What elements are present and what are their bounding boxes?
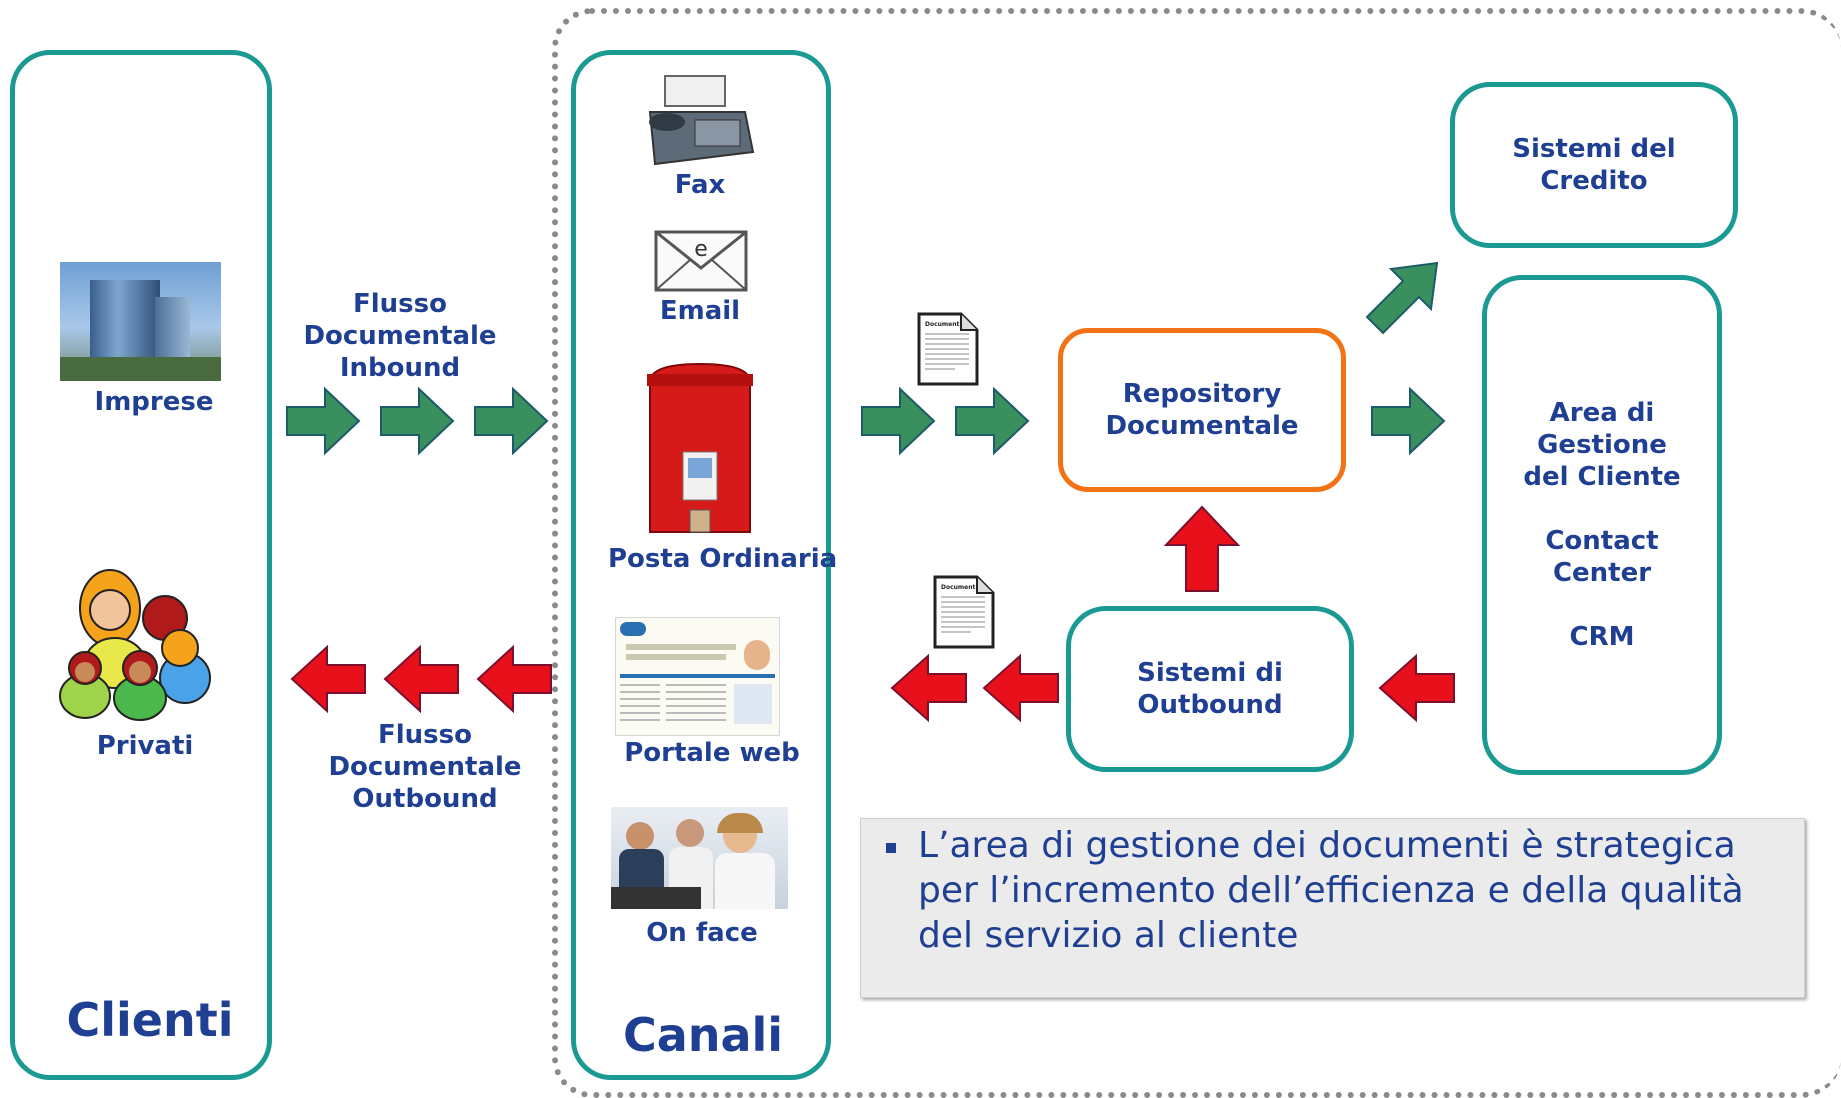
inbound-flow-label: Flusso Documentale Inbound bbox=[303, 289, 497, 383]
web-portal-icon bbox=[615, 617, 780, 736]
imprese-label: Imprese bbox=[94, 387, 214, 417]
svg-text:Document: Document bbox=[941, 584, 976, 591]
channels-area-dotted-frame bbox=[552, 8, 1841, 1098]
svg-text:Document: Document bbox=[925, 321, 960, 328]
svg-text:e: e bbox=[694, 237, 708, 262]
sistemi-outbound-box: Sistemi di Outbound bbox=[1066, 606, 1354, 772]
channel-portale-web-label: Portale web bbox=[624, 738, 800, 768]
repository-label: Repository Documentale bbox=[1105, 379, 1299, 441]
outbound-flow-label: Flusso Documentale Outbound bbox=[328, 720, 522, 814]
channel-fax-label: Fax bbox=[674, 170, 726, 200]
outbound-to-channels-arrows bbox=[890, 653, 1059, 723]
outbound-arrows bbox=[290, 644, 552, 714]
email-envelope-icon: e bbox=[654, 230, 748, 292]
area-cliente-label: Area di Gestione del Cliente Contact Cen… bbox=[1523, 398, 1681, 652]
office-people-icon bbox=[611, 807, 788, 909]
channel-on-face-label: On face bbox=[646, 918, 758, 948]
repository-to-area-arrow bbox=[1371, 386, 1446, 456]
clienti-panel bbox=[10, 50, 272, 1080]
privati-label: Privati bbox=[96, 731, 194, 761]
area-gestione-cliente-box: Area di Gestione del Cliente Contact Cen… bbox=[1482, 275, 1722, 775]
office-building-image bbox=[60, 262, 221, 381]
strategic-note-text: L’area di gestione dei documenti è strat… bbox=[918, 825, 1744, 956]
clienti-title: Clienti bbox=[66, 993, 234, 1047]
bullet-marker bbox=[886, 843, 896, 853]
area-to-outbound-arrow bbox=[1378, 653, 1455, 723]
outbound-to-repository-arrow bbox=[1163, 505, 1241, 592]
document-icon: Document bbox=[917, 312, 979, 386]
sistemi-outbound-label: Sistemi di Outbound bbox=[1137, 658, 1283, 720]
repository-documentale-box: Repository Documentale bbox=[1058, 328, 1346, 492]
inbound-arrows bbox=[286, 386, 549, 456]
strategic-note-box: L’area di gestione dei documenti è strat… bbox=[860, 818, 1805, 998]
people-group-icon bbox=[59, 569, 211, 721]
sistemi-credito-box: Sistemi del Credito bbox=[1450, 82, 1738, 248]
channels-to-repository-arrows bbox=[861, 386, 1030, 456]
document-icon: Document bbox=[933, 575, 995, 649]
channel-email-label: Email bbox=[659, 296, 741, 326]
canali-title: Canali bbox=[622, 1008, 784, 1062]
channel-posta-ordinaria-label: Posta Ordinaria bbox=[608, 544, 838, 574]
repository-to-credito-arrow bbox=[1365, 261, 1439, 335]
postbox-icon bbox=[647, 362, 753, 533]
fax-icon bbox=[648, 75, 755, 166]
sistemi-credito-label: Sistemi del Credito bbox=[1512, 134, 1676, 196]
